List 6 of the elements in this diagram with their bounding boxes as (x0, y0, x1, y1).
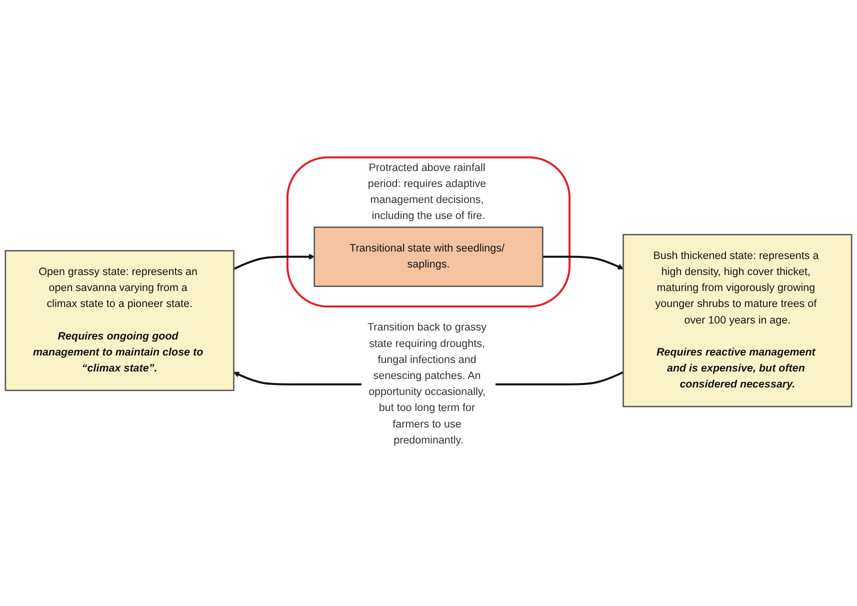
node-box: Bush thickened state: represents a high density, high cover thicket, maturing from vigorously growing younger shrubs to mature trees of over 100 years in age. Requires reactive management and is expensive, but often considered necessary. (622, 234, 852, 408)
arrow (233, 254, 315, 270)
arrow (542, 256, 624, 270)
node-box: Open grassy state: represents an open savanna varying from a climax state to a pioneer state. Requires ongoing good management to maintain close to “climax state”. (4, 250, 234, 391)
edge-label: Transition back to grassy state requiring droughts, fungal infections and senescing patches. An opportunity occasionally, but too long term for farmers to use predominantly. (367, 322, 487, 446)
node-box: Transitional state with seedlings/ saplings. (314, 226, 544, 287)
